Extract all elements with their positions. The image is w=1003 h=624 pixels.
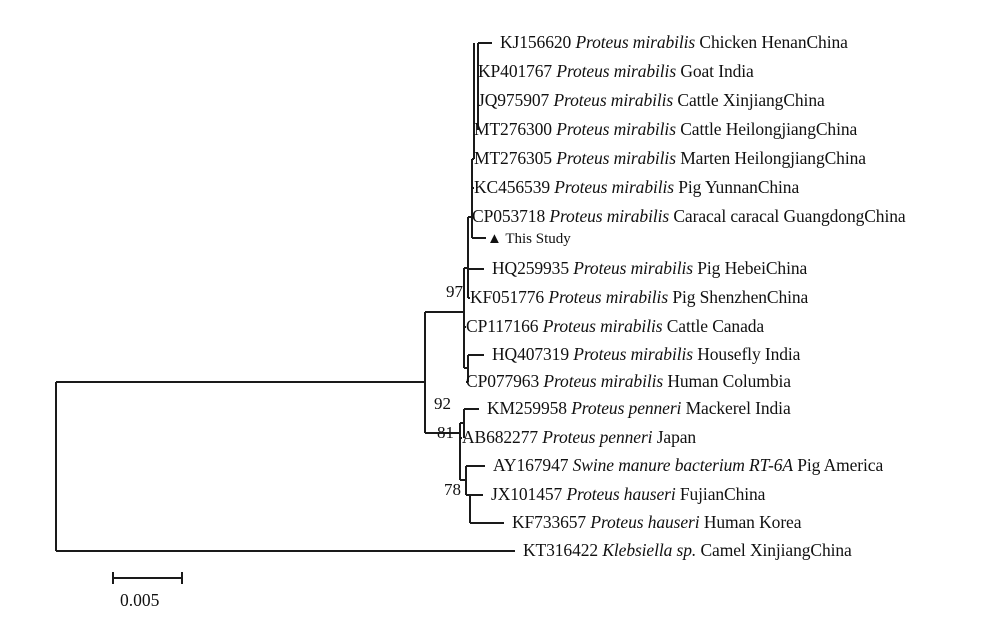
species-name: Proteus mirabilis [573,344,693,364]
host-source: Cattle [677,90,719,110]
origin: Japan [656,427,697,447]
taxon-label-JX101457: JX101457 Proteus hauseri FujianChina [491,484,766,504]
origin: HebeiChina [724,258,808,278]
accession: KF051776 [470,287,545,307]
taxon-label-HQ407319: HQ407319 Proteus mirabilis Housefly Indi… [492,344,801,364]
bootstrap-value-97: 97 [446,282,463,301]
accession: CP053718 [472,206,546,226]
species-name: Proteus mirabilis [573,258,693,278]
origin: India [755,398,791,418]
host-source: Cattle [666,316,713,336]
accession: AB682277 [462,427,539,447]
accession: KM259958 [487,398,567,418]
host-source: Goat [680,61,714,81]
accession: HQ259935 [492,258,569,278]
origin: FujianChina [679,484,766,504]
taxon-label-KC456539: KC456539 Proteus mirabilis Pig YunnanChi… [474,177,800,197]
accession: JX101457 [491,484,563,504]
origin: HeilongjiangChina [725,119,858,139]
origin: Canada [712,316,765,336]
host-source: Cattle [680,119,722,139]
origin: XinjiangChina [722,90,825,110]
accession: CP117166 [466,316,539,336]
accession: MT276305 [474,148,552,168]
origin: GuangdongChina [783,206,906,226]
host-source: Human [667,371,719,391]
origin: HeilongjiangChina [734,148,866,168]
taxon-label-HQ259935: HQ259935 Proteus mirabilis Pig HebeiChin… [492,258,808,278]
host-source: Camel [700,540,746,560]
origin: India [718,61,754,81]
species-name: Proteus penneri [571,398,682,418]
taxon-label-CP053718: CP053718 Proteus mirabilis Caracal carac… [472,206,906,226]
taxon-label-JQ975907: JQ975907 Proteus mirabilis Cattle Xinjia… [478,90,825,110]
origin: Korea [759,512,802,532]
species-name: Proteus mirabilis [548,287,669,307]
taxon-label-KF051776: KF051776 Proteus mirabilis Pig ShenzhenC… [470,287,809,307]
host-source: Housefly [697,344,765,364]
accession: AY167947 [493,455,569,475]
origin: India [764,344,801,364]
host-source: Pig [678,177,702,197]
taxon-label-AY167947: AY167947 Swine manure bacterium RT-6A Pi… [493,455,884,475]
scale-bar-label: 0.005 [120,590,160,610]
taxon-label-AB682277: AB682277 Proteus penneri Japan [462,427,697,447]
species-name: Proteus mirabilis [556,119,676,139]
scale-bar [112,572,183,584]
accession: MT276300 [474,119,552,139]
species-name: Klebsiella sp. [602,540,697,560]
species-name: Proteus mirabilis [543,371,664,391]
origin: America [823,455,884,475]
species-name: Proteus mirabilis [554,177,674,197]
taxon-label-KM259958: KM259958 Proteus penneri Mackerel India [487,398,791,418]
origin: ShenzhenChina [699,287,809,307]
taxon-label-this-study: ▲ This Study [487,229,571,247]
species-name: Proteus mirabilis [553,90,674,110]
species-name: Swine manure bacterium RT-6A [572,455,793,475]
accession: KT316422 [523,540,599,560]
host-source: Marten [680,148,731,168]
taxon-label-MT276305: MT276305 Proteus mirabilis Marten Heilon… [474,148,866,168]
accession: KC456539 [474,177,551,197]
accession: HQ407319 [492,344,569,364]
origin: XinjiangChina [749,540,852,560]
species-name: Proteus penneri [542,427,653,447]
host-source: Pig [697,258,721,278]
accession: JQ975907 [478,90,550,110]
species-name: Proteus hauseri [566,484,676,504]
origin: YunnanChina [704,177,800,197]
host-source: Human [703,512,755,532]
host-source: Pig [672,287,696,307]
taxon-label-CP077963: CP077963 Proteus mirabilis Human Columbi… [466,371,791,391]
accession: CP077963 [466,371,540,391]
origin: HenanChina [761,32,848,52]
bootstrap-value-81: 81 [437,423,454,442]
bootstrap-value-92: 92 [434,394,451,413]
species-name: Proteus hauseri [590,512,700,532]
this-study-triangle-marker: ▲ This Study [487,231,571,247]
accession: KF733657 [512,512,587,532]
species-name: Proteus mirabilis [556,61,677,81]
taxon-label-KT316422: KT316422 Klebsiella sp. Camel XinjiangCh… [523,540,852,560]
species-name: Proteus mirabilis [542,316,663,336]
species-name: Proteus mirabilis [556,148,676,168]
taxon-label-KF733657: KF733657 Proteus hauseri Human Korea [512,512,802,532]
taxon-label-KP401767: KP401767 Proteus mirabilis Goat India [478,61,754,81]
host-source: Caracal caracal [673,206,780,226]
taxon-label-KJ156620: KJ156620 Proteus mirabilis Chicken Henan… [500,32,848,52]
host-source: Chicken [699,32,758,52]
bootstrap-value-78: 78 [444,480,461,499]
accession: KP401767 [478,61,553,81]
taxon-label-CP117166: CP117166 Proteus mirabilis Cattle Canada [466,316,765,336]
species-name: Proteus mirabilis [549,206,670,226]
taxon-label-MT276300: MT276300 Proteus mirabilis Cattle Heilon… [474,119,858,139]
accession: KJ156620 [500,32,572,52]
species-name: Proteus mirabilis [575,32,696,52]
host-source: Pig [797,455,821,475]
host-source: Mackerel [685,398,751,418]
origin: Columbia [722,371,791,391]
